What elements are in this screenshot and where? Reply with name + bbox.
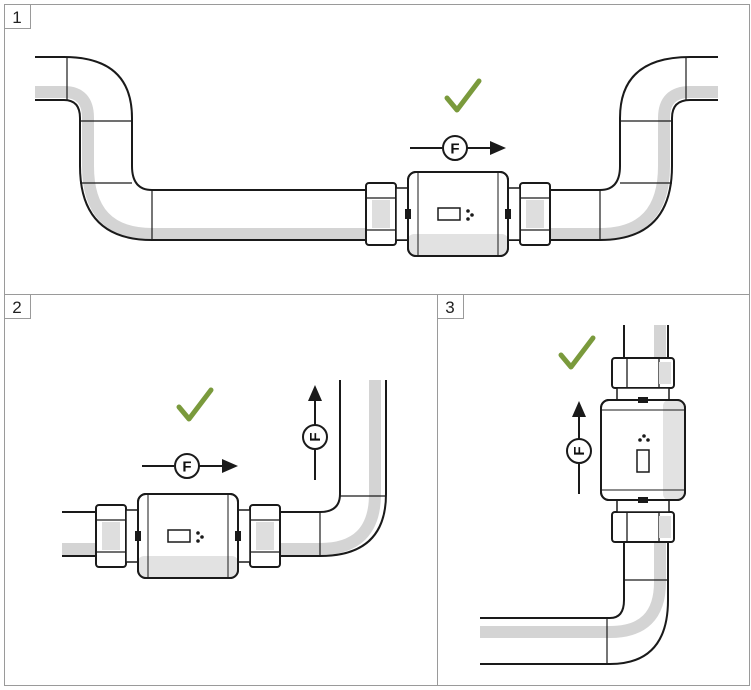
panel-1-label: 1: [12, 8, 21, 27]
panel-1-check-icon: [444, 78, 482, 113]
panel-2-flow-label-vertical: F: [307, 432, 324, 441]
panel-1-flow-arrow-icon: [410, 135, 506, 161]
panel-1-flow-label: F: [450, 141, 459, 158]
panel-2-flow-arrow-vertical-icon: [302, 385, 328, 480]
panel-3-label: 3: [445, 298, 454, 317]
panel-3-flow-label: F: [571, 446, 588, 455]
panel-3-flowmeter-icon: [600, 357, 686, 543]
panel-2-check-icon: [176, 387, 214, 422]
panel-2-flowmeter-icon: [95, 493, 281, 579]
panel-1-flowmeter-icon: [365, 171, 551, 257]
panel-3-check-icon: [558, 335, 596, 370]
panel-2-flow-label-horizontal: F: [182, 459, 191, 476]
panel-2-pipe: [62, 380, 387, 557]
panel-3-flow-arrow-icon: [566, 401, 592, 494]
panel-borders: [4, 4, 750, 686]
panel-3-pipe: [480, 325, 669, 665]
panel-2-flow-arrow-horizontal-icon: [142, 453, 238, 479]
panel-2-label: 2: [12, 298, 21, 317]
